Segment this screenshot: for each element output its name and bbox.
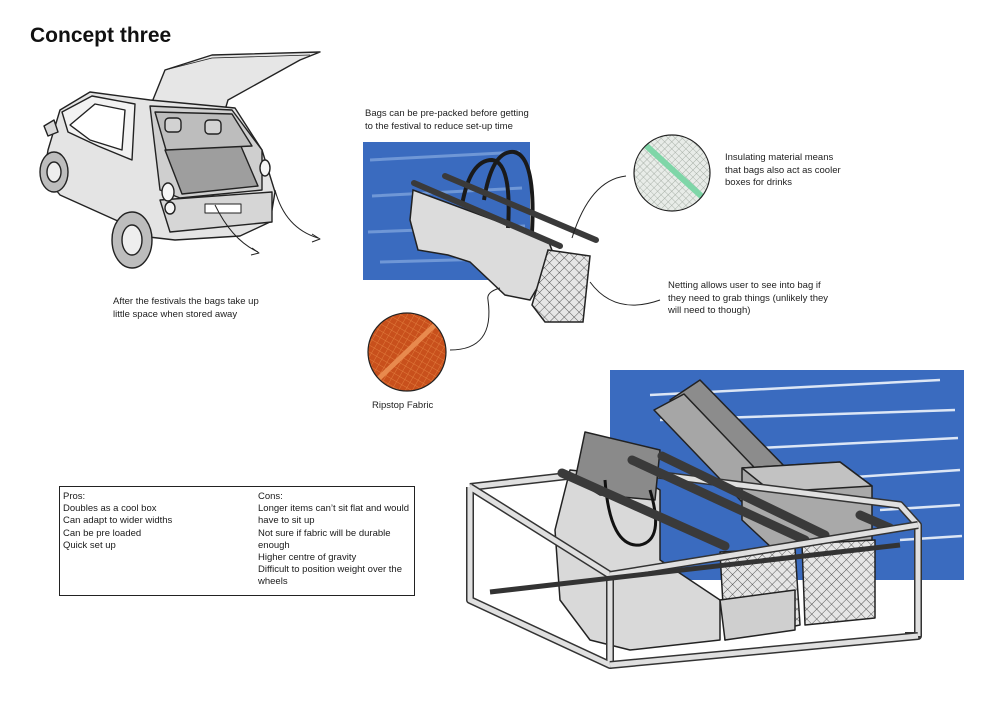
insulation-swatch (633, 134, 711, 212)
cons-item: Not sure if fabric will be durable enoug… (258, 527, 391, 551)
netting-note: Netting allows user to see into bag if t… (668, 280, 829, 316)
prepacked-bags-note: Bags can be pre-packed before getting to… (365, 108, 529, 132)
page-title: Concept three (30, 24, 172, 47)
car-storage-note: After the festivals the bags take up lit… (113, 296, 259, 320)
car-illustration (39, 51, 321, 269)
pros-item: Doubles as a cool box (63, 503, 157, 515)
pros-item: Quick set up (63, 539, 116, 551)
insulation-note: Insulating material means that bags also… (725, 152, 841, 188)
ripstop-label: Ripstop Fabric (372, 400, 434, 411)
ripstop-swatch (367, 312, 447, 392)
cons-item: Difficult to position weight over the wh… (258, 564, 402, 588)
frame-illustration (466, 370, 964, 669)
pros-cons-table: Pros: Doubles as a cool box Can adapt to… (59, 486, 415, 596)
pros-heading: Pros: (63, 491, 86, 502)
pros-item: Can be pre loaded (63, 527, 142, 539)
pros-item: Can adapt to wider widths (63, 515, 173, 527)
cons-item: Longer items can’t sit flat and would ha… (258, 503, 410, 527)
pros-column: Pros: Doubles as a cool box Can adapt to… (63, 491, 248, 552)
bag-pole-illustration (363, 142, 661, 351)
cons-item: Higher centre of gravity (258, 552, 357, 564)
cons-heading: Cons: (258, 491, 283, 502)
cons-column: Cons: Longer items can’t sit flat and wo… (258, 491, 413, 589)
